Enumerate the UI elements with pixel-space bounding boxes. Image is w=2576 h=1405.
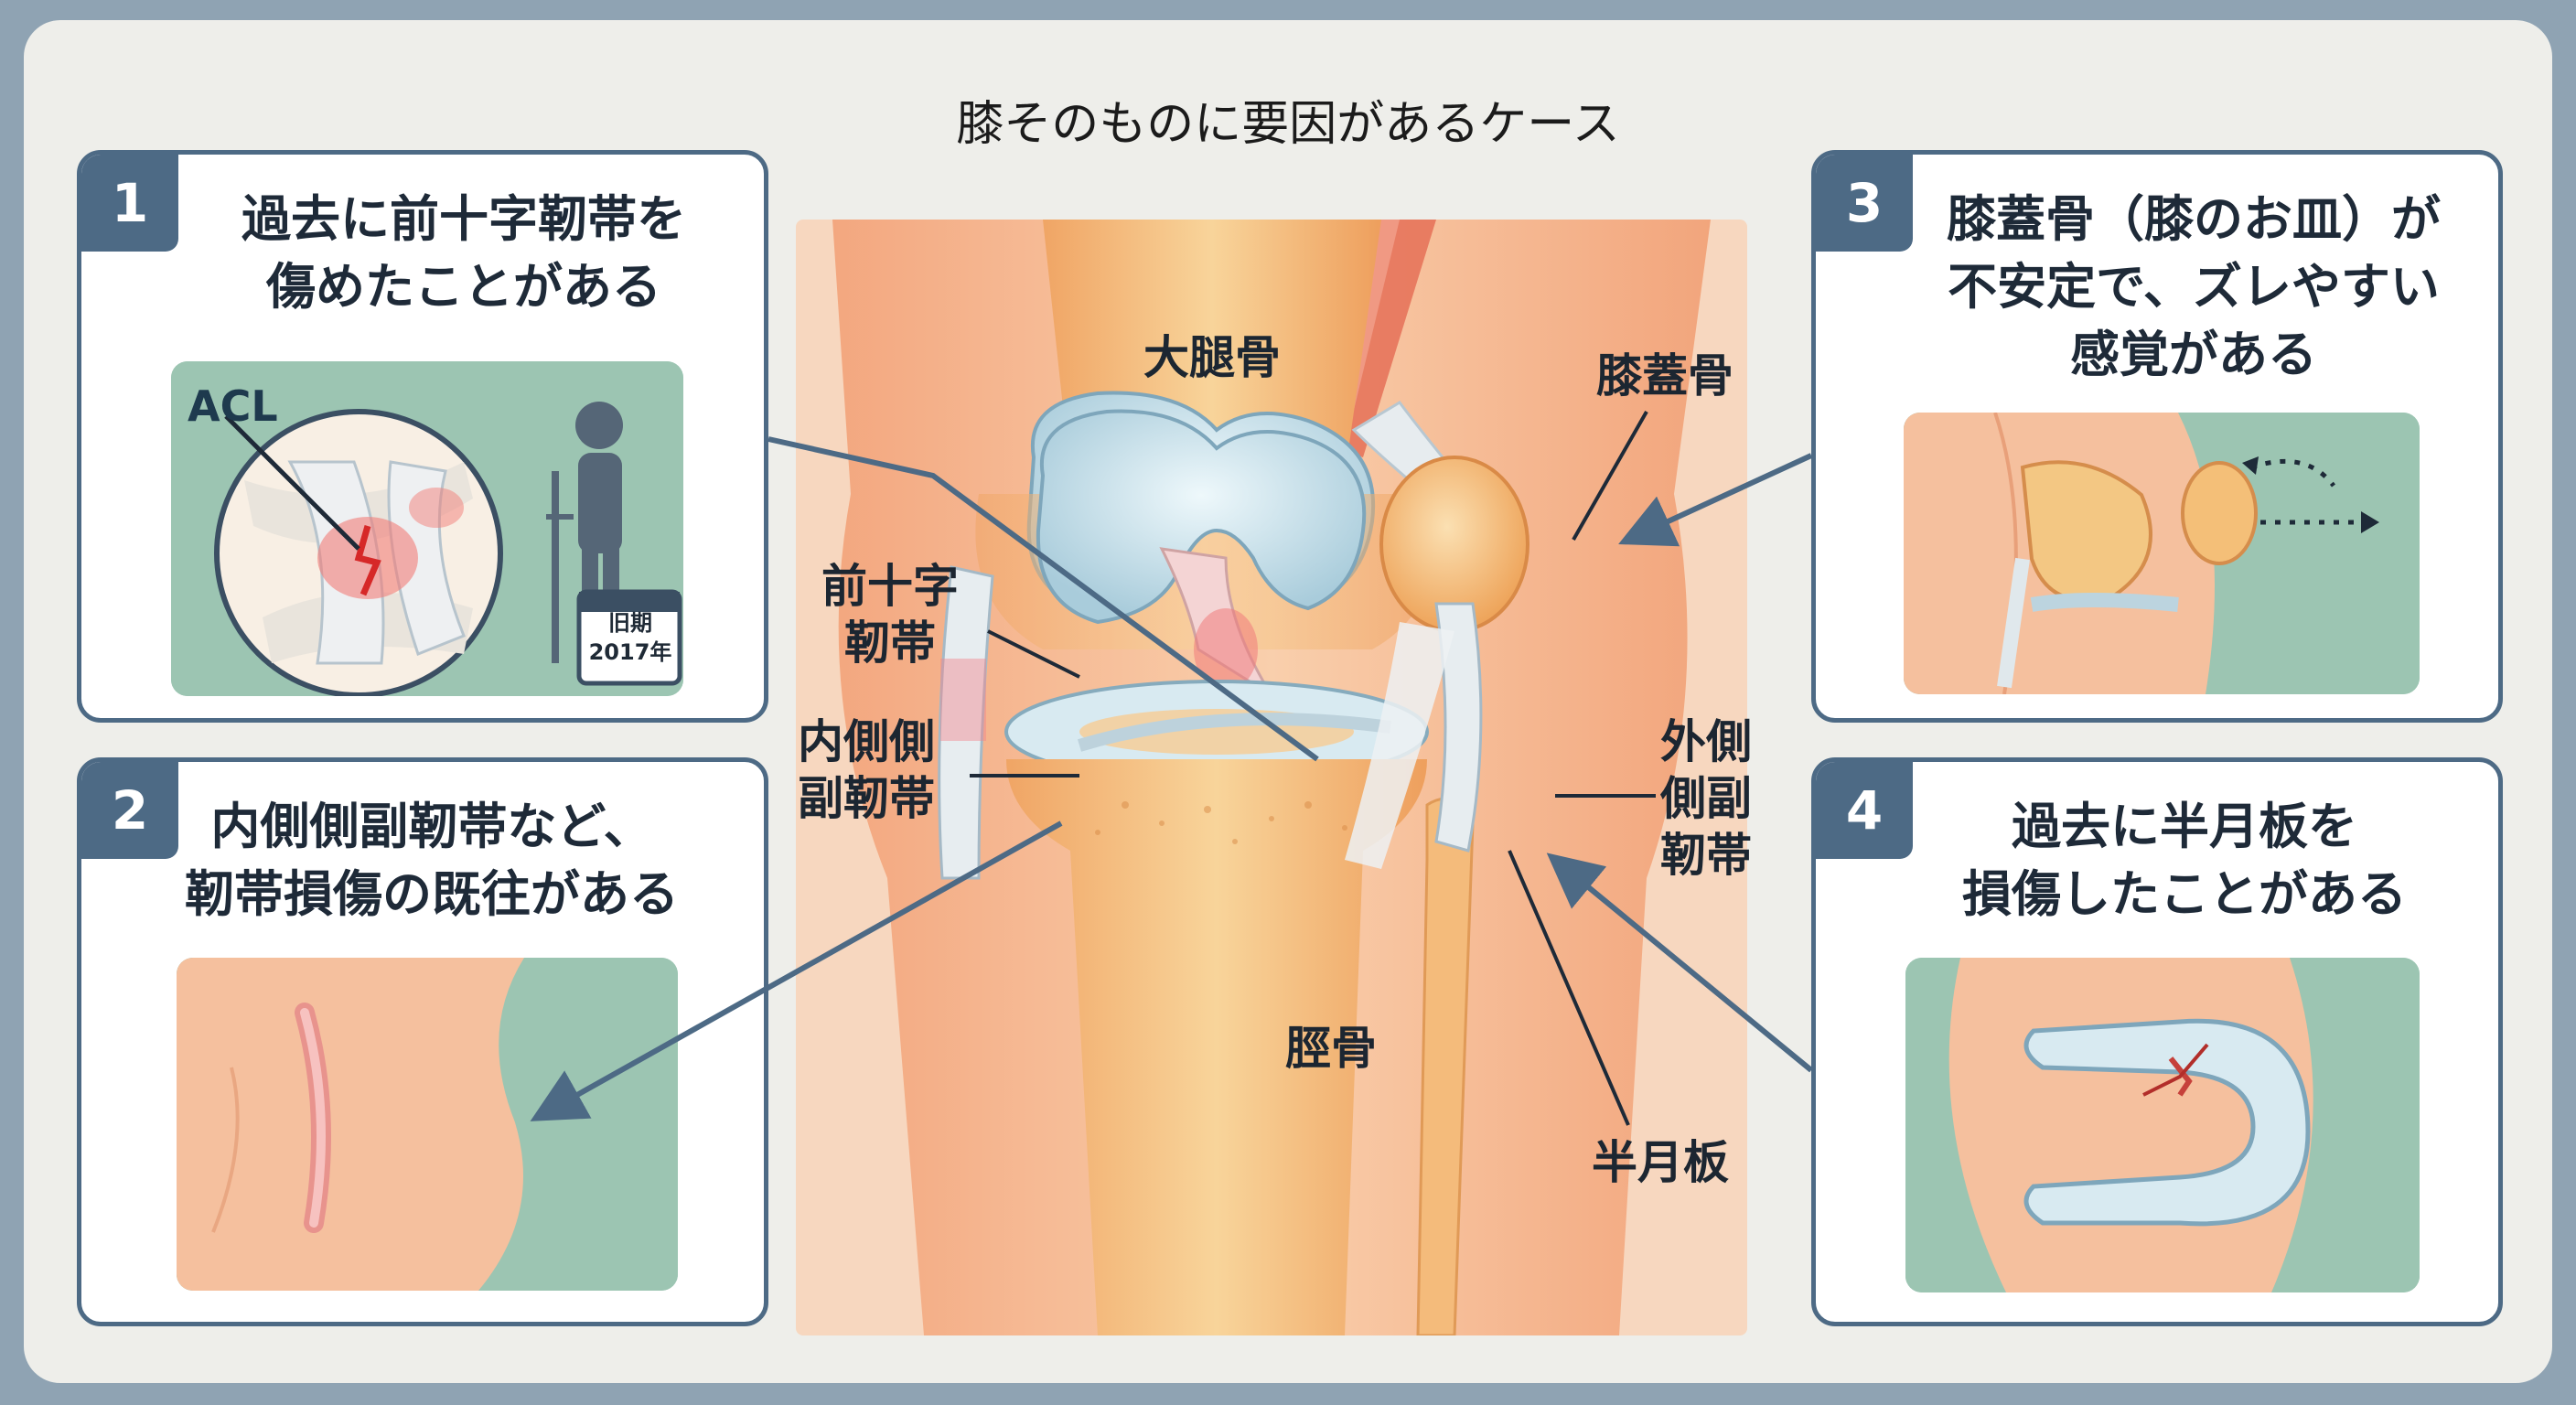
panel-number-badge: 1 [81,155,178,252]
label-mcl: 内側側 副靭帯 [798,715,935,825]
acl-label: ACL [188,381,278,431]
panel-meniscus-injury: 4 過去に半月板を 損傷したことがある [1811,757,2503,1326]
panel-title: 過去に前十字靭帯を 傷めたことがある [242,190,686,316]
page-title: 膝そのものに要因があるケース [956,96,1620,152]
meniscus-inset-svg [1905,958,2420,1292]
meniscus-inset-illustration [1905,958,2420,1292]
label-tibia: 脛骨 [1285,1022,1377,1075]
label-femur: 大腿骨 [1143,331,1281,384]
label-acl: 前十字 靭帯 [821,560,959,670]
panel-number-badge: 2 [81,762,178,859]
panel-title: 内側側副靭帯など、 靭帯損傷の既往がある [185,798,679,923]
panel-mcl-injury: 2 内側側副靭帯など、 靭帯損傷の既往がある [77,757,768,1326]
scar-inset-svg [177,958,678,1291]
calendar-text: 旧期 2017年 [588,610,672,665]
scar-inset-illustration [177,958,678,1291]
calendar-icon [576,589,682,686]
dotted-arrow-icon [2242,456,2379,533]
panel-patella-instability: 3 膝蓋骨（膝のお皿）が 不安定で、ズレやすい 感覚がある [1811,150,2503,723]
panel-title: 過去に半月板を 損傷したことがある [1962,798,2407,923]
patella-inset-illustration [1904,413,2420,694]
panel-title: 膝蓋骨（膝のお皿）が 不安定で、ズレやすい 感覚がある [1947,190,2441,383]
label-meniscus: 半月板 [1592,1136,1729,1189]
label-lcl: 外側 側副 靭帯 [1660,715,1752,882]
panel-number-badge: 3 [1816,155,1913,252]
panel-acl-injury: 1 過去に前十字靭帯を 傷めたことがある [77,150,768,723]
acl-inset-svg [171,361,683,696]
acl-inset-illustration [171,361,683,696]
patella-inset-svg [1904,413,2420,694]
label-patella: 膝蓋骨 [1596,349,1733,402]
panel-number-badge: 4 [1816,762,1913,859]
